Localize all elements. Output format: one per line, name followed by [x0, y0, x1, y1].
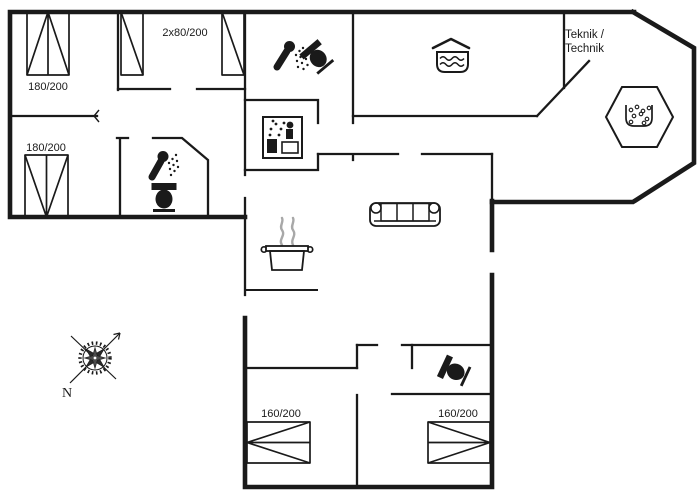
- hot-tub-icon: [604, 86, 675, 148]
- compass-north-label: N: [62, 386, 72, 401]
- bed-double-bottom-left: [246, 421, 311, 464]
- bed-size-label: 180/200: [26, 142, 66, 154]
- door-swing-icon: [93, 109, 100, 123]
- exterior-walls: [7, 8, 697, 490]
- bed-size-label: 180/200: [28, 81, 68, 93]
- toilet-icon: [299, 39, 335, 75]
- sofa-icon: [369, 202, 441, 227]
- sauna-icon: [262, 116, 303, 159]
- stove-pot-icon: [260, 216, 314, 271]
- bed-single-left: [120, 11, 144, 76]
- technik-room-label: Teknik / Technik: [565, 29, 605, 55]
- svg-text:Teknik /: Teknik /: [565, 29, 605, 41]
- shower-icon: [148, 151, 180, 181]
- bed-double-mid-left: [24, 154, 69, 218]
- bed-single-right: [221, 11, 245, 76]
- shower-icon: [273, 41, 309, 71]
- bed-size-label: 2x80/200: [162, 27, 207, 39]
- bed-double-top-left: [26, 11, 70, 76]
- bed-size-label: 160/200: [438, 408, 478, 420]
- interior-walls: [8, 10, 591, 489]
- compass-rose-icon: N: [62, 332, 121, 401]
- svg-text:Technik: Technik: [565, 43, 604, 55]
- toilet-icon: [151, 183, 177, 212]
- bed-double-bottom-right: [427, 421, 491, 464]
- toilet-icon: [436, 354, 472, 387]
- bed-size-label: 160/200: [261, 408, 301, 420]
- utility-tub-icon: [431, 37, 471, 73]
